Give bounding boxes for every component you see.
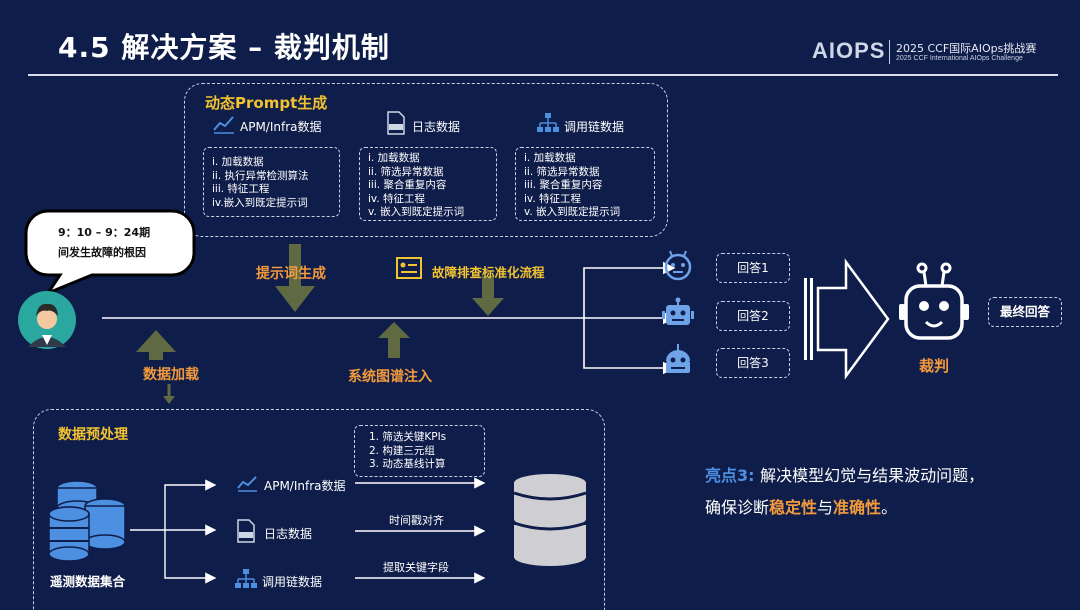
step: iv. 特征工程 bbox=[524, 192, 581, 205]
kpi-step: 2. 构建三元组 bbox=[369, 444, 435, 457]
row-label-trace: 调用链数据 bbox=[262, 575, 323, 589]
database-icon bbox=[513, 474, 587, 566]
robot-icon-3 bbox=[666, 344, 690, 373]
final-answer-box: 最终回答 bbox=[988, 297, 1062, 327]
label-graph-injection: 系统图谱注入 bbox=[348, 369, 432, 385]
trace-steps-box: i. 加载数据 ii. 筛选异常数据 iii. 聚合重复内容 iv. 特征工程 … bbox=[515, 147, 655, 221]
column-label-apm: APM/Infra数据 bbox=[240, 120, 322, 134]
highlight-text-2e: 。 bbox=[881, 498, 898, 517]
title-divider bbox=[28, 74, 1058, 76]
prompt-panel-title: 动态Prompt生成 bbox=[205, 94, 328, 112]
preprocess-panel-title: 数据预处理 bbox=[58, 427, 128, 443]
highlight-line2: 确保诊断稳定性与准确性。 bbox=[705, 494, 897, 518]
highlight-stability: 稳定性 bbox=[769, 498, 818, 517]
step: iii. 聚合重复内容 bbox=[524, 179, 603, 191]
highlight-text-1: 解决模型幻觉与结果波动问题， bbox=[760, 466, 985, 485]
kpi-steps-box: 1. 筛选关键KPIs 2. 构建三元组 3. 动态基线计算 bbox=[354, 425, 485, 477]
aiops-logo: AIOPS bbox=[812, 38, 886, 63]
kpi-step: 3. 动态基线计算 bbox=[369, 458, 446, 470]
extract-fields-label: 提取关键字段 bbox=[383, 561, 449, 574]
step: v. 嵌入到既定提示词 bbox=[524, 206, 621, 218]
prompt-panel bbox=[184, 83, 668, 237]
step: iii. 聚合重复内容 bbox=[368, 179, 447, 191]
step: i. 加载数据 bbox=[212, 156, 264, 168]
label-sop: 故障排查标准化流程 bbox=[432, 265, 545, 280]
chart-icon bbox=[237, 476, 257, 492]
row-label-apm: APM/Infra数据 bbox=[264, 479, 346, 493]
answer-box-3: 回答3 bbox=[716, 348, 790, 378]
database-cluster-icon bbox=[48, 480, 126, 562]
log-steps-box: i. 加载数据 ii. 筛选异常数据 iii. 聚合重复内容 iv. 特征工程 … bbox=[359, 147, 497, 221]
highlight-accuracy: 准确性 bbox=[833, 498, 882, 517]
step: i. 加载数据 bbox=[524, 152, 576, 164]
checklist-icon bbox=[396, 257, 422, 279]
step: iv.嵌入到既定提示词 bbox=[212, 196, 308, 209]
logo-subtitle-cn: 2025 CCF国际AIOps挑战赛 bbox=[896, 42, 1037, 55]
judge-robot-icon bbox=[899, 262, 969, 340]
step: v. 嵌入到既定提示词 bbox=[368, 206, 465, 218]
column-label-log: 日志数据 bbox=[412, 120, 461, 134]
log-file-icon bbox=[237, 519, 255, 543]
bubble-line1: 9：10 – 9：24期 bbox=[58, 226, 151, 239]
highlight-text-2c: 与 bbox=[817, 498, 834, 517]
robot-icon-2 bbox=[662, 297, 694, 325]
bubble-line2: 间发生故障的根因 bbox=[58, 246, 146, 259]
user-avatar bbox=[18, 291, 76, 349]
hierarchy-icon bbox=[537, 113, 559, 132]
step: iii. 特征工程 bbox=[212, 183, 270, 195]
judge-label: 裁判 bbox=[919, 357, 950, 375]
answer-box-1: 回答1 bbox=[716, 253, 790, 283]
row-label-log: 日志数据 bbox=[264, 527, 313, 541]
preprocess-panel bbox=[33, 409, 605, 610]
timestamp-align-label: 时间戳对齐 bbox=[389, 514, 444, 527]
kpi-step: 1. 筛选关键KPIs bbox=[369, 431, 447, 443]
apm-steps-box: i. 加载数据 ii. 执行异常检测算法 iii. 特征工程 iv.嵌入到既定提… bbox=[203, 147, 340, 217]
step: iv. 特征工程 bbox=[368, 192, 425, 205]
column-label-trace: 调用链数据 bbox=[564, 120, 625, 134]
answer-box-2: 回答2 bbox=[716, 301, 790, 331]
chart-icon bbox=[213, 116, 234, 134]
highlight-text-2a: 确保诊断 bbox=[705, 498, 770, 517]
highlight-prefix: 亮点3: bbox=[705, 466, 761, 485]
step: i. 加载数据 bbox=[368, 152, 420, 164]
page-title: 4.5 解决方案 – 裁判机制 bbox=[58, 31, 390, 64]
log-file-icon bbox=[387, 111, 405, 135]
logo-subtitle-en: 2025 CCF International AIOps Challenge bbox=[896, 55, 1023, 62]
step: ii. 筛选异常数据 bbox=[368, 165, 444, 178]
step: ii. 筛选异常数据 bbox=[524, 165, 600, 178]
logo-divider bbox=[889, 40, 890, 64]
robot-icon-1 bbox=[664, 250, 692, 281]
hierarchy-icon bbox=[235, 569, 257, 588]
label-prompt-generation: 提示词生成 bbox=[256, 266, 326, 282]
telemetry-source-label: 遥测数据集合 bbox=[50, 574, 126, 589]
label-data-load: 数据加载 bbox=[143, 367, 199, 383]
step: ii. 执行异常检测算法 bbox=[212, 169, 309, 182]
highlight-line1: 亮点3: 解决模型幻觉与结果波动问题， bbox=[705, 462, 984, 486]
